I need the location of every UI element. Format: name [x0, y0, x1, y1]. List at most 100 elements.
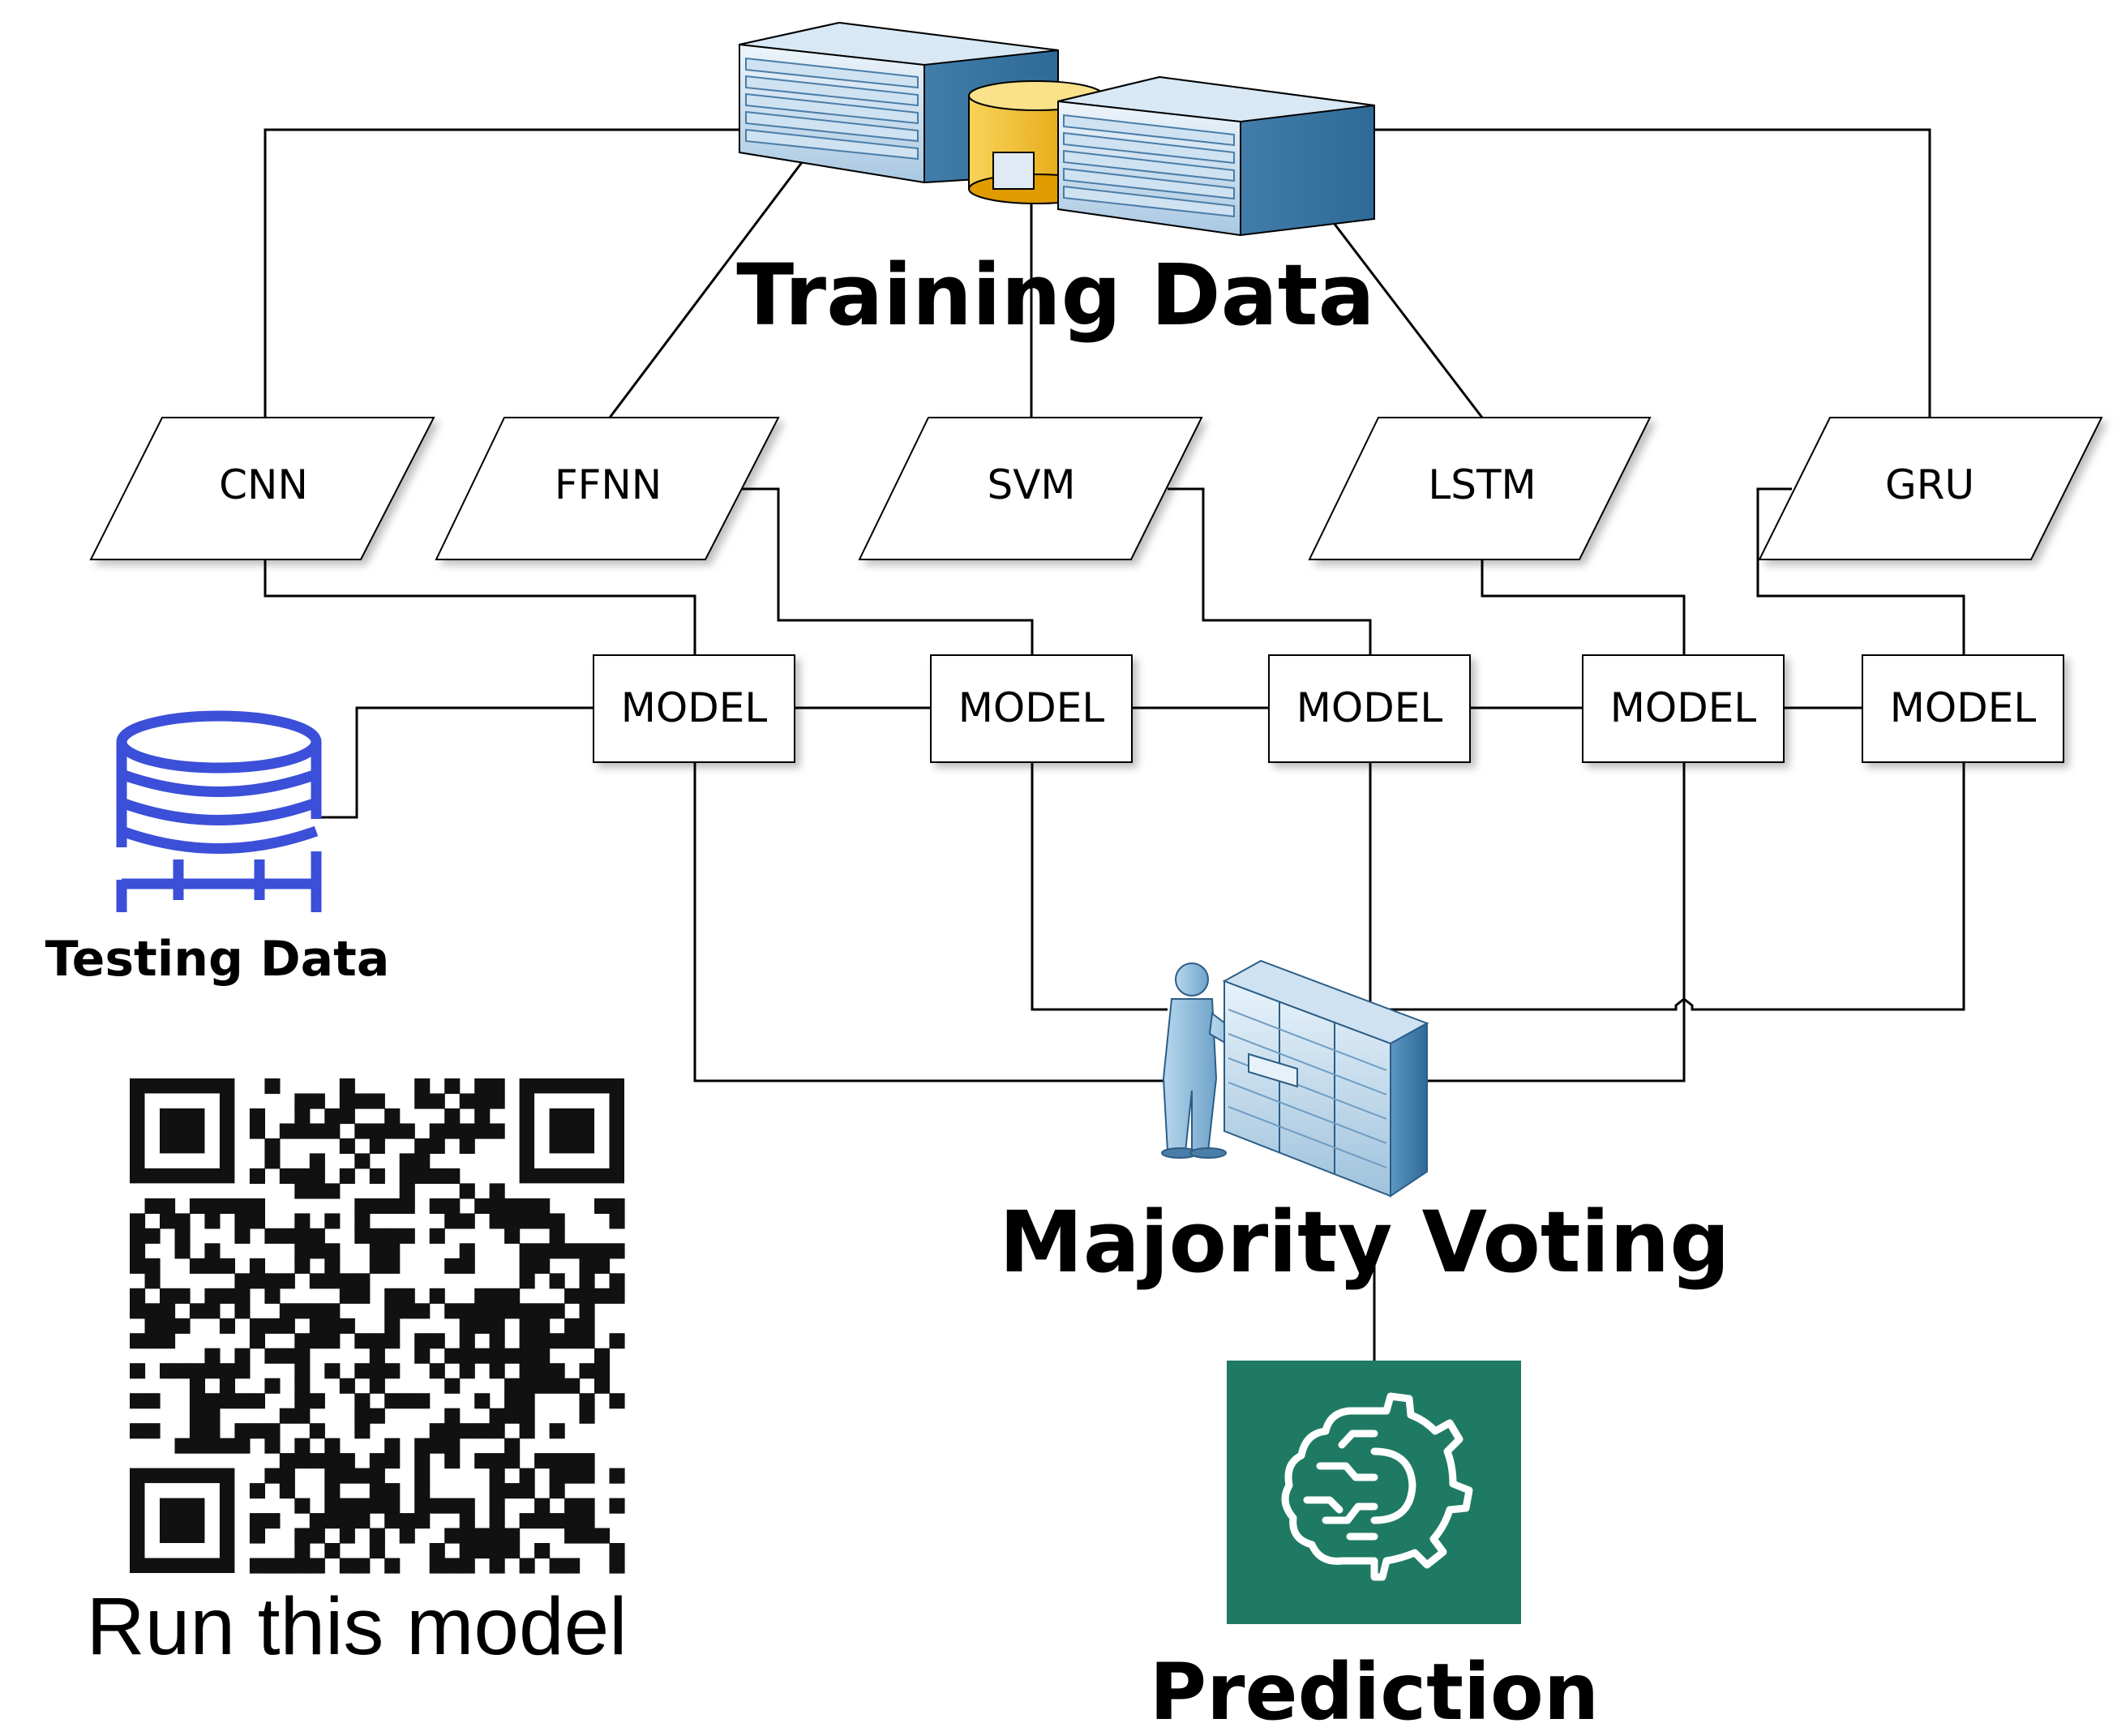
- qr-module: [249, 1483, 265, 1499]
- qr-module: [534, 1363, 551, 1379]
- qr-module: [384, 1438, 401, 1454]
- qr-module: [414, 1453, 431, 1469]
- qr-module: [579, 1258, 595, 1274]
- qr-module: [294, 1333, 311, 1349]
- qr-module: [309, 1303, 325, 1319]
- qr-module: [444, 1123, 461, 1139]
- qr-module: [579, 1513, 595, 1529]
- qr-module: [399, 1198, 415, 1214]
- qr-module: [369, 1498, 385, 1514]
- qr-module: [459, 1558, 475, 1574]
- qr-module: [549, 1213, 565, 1229]
- qr-module: [384, 1453, 401, 1469]
- qr-module: [579, 1498, 595, 1514]
- qr-module: [564, 1498, 581, 1514]
- qr-module: [384, 1198, 401, 1214]
- qr-module: [204, 1423, 221, 1439]
- qr-module: [354, 1363, 371, 1379]
- qr-module: [324, 1108, 341, 1125]
- model-box-4: MODEL: [1582, 654, 1785, 763]
- qr-module: [534, 1213, 551, 1229]
- qr-module: [204, 1213, 221, 1229]
- qr-module: [519, 1198, 535, 1214]
- qr-module: [429, 1093, 445, 1109]
- qr-module: [189, 1378, 205, 1394]
- qr-module: [429, 1558, 445, 1574]
- qr-module: [204, 1258, 221, 1274]
- qr-module: [489, 1198, 505, 1214]
- qr-module: [249, 1123, 265, 1139]
- qr-module: [309, 1243, 325, 1259]
- qr-module: [399, 1288, 415, 1304]
- majority-voting-label: Majority Voting: [999, 1193, 1730, 1292]
- qr-module: [354, 1213, 371, 1229]
- qr-module: [384, 1513, 401, 1529]
- model-box-2-label: MODEL: [958, 684, 1105, 731]
- qr-module: [309, 1093, 325, 1109]
- qr-module: [489, 1528, 505, 1544]
- qr-module: [414, 1168, 431, 1184]
- qr-module: [414, 1078, 431, 1095]
- qr-module: [339, 1558, 355, 1574]
- qr-module: [429, 1123, 445, 1139]
- qr-module: [189, 1438, 205, 1454]
- algorithm-gru: GRU: [1758, 417, 2103, 560]
- qr-module: [489, 1213, 505, 1229]
- qr-module: [309, 1153, 325, 1169]
- prediction-label: Prediction: [1150, 1647, 1599, 1736]
- qr-module: [144, 1228, 161, 1244]
- qr-module: [519, 1273, 535, 1289]
- qr-module: [384, 1498, 401, 1514]
- qr-module: [234, 1348, 251, 1364]
- qr-module: [234, 1438, 251, 1454]
- qr-module: [579, 1243, 595, 1259]
- qr-module: [294, 1168, 311, 1184]
- qr-module: [309, 1183, 325, 1199]
- model-box-2: MODEL: [930, 654, 1133, 763]
- qr-module: [204, 1408, 221, 1424]
- qr-module: [339, 1453, 355, 1469]
- qr-module: [384, 1303, 401, 1319]
- link-svm-model3: [1168, 487, 1372, 655]
- link-ffnn-model2: [736, 487, 1034, 655]
- qr-module: [369, 1468, 385, 1484]
- qr-module: [294, 1303, 311, 1319]
- qr-module: [414, 1333, 431, 1349]
- qr-module: [369, 1168, 385, 1184]
- qr-module: [564, 1243, 581, 1259]
- qr-module: [534, 1258, 551, 1274]
- link-model1-voting: [693, 762, 1168, 1082]
- qr-module: [294, 1213, 311, 1229]
- link-lstm-model4: [1481, 559, 1686, 655]
- qr-module: [474, 1348, 491, 1364]
- qr-module: [549, 1228, 565, 1244]
- algorithm-cnn-label: CNN: [219, 461, 308, 508]
- qr-module: [234, 1393, 251, 1409]
- qr-module: [279, 1468, 295, 1484]
- qr-module: [189, 1258, 205, 1274]
- qr-module: [579, 1468, 595, 1484]
- qr-module: [429, 1423, 445, 1439]
- link-model5-voting: [1370, 762, 1965, 1011]
- qr-module: [579, 1318, 595, 1334]
- qr-module: [474, 1123, 491, 1139]
- qr-code[interactable]: [125, 1074, 629, 1578]
- qr-module: [399, 1528, 415, 1544]
- qr-module: [489, 1093, 505, 1109]
- qr-module: [459, 1138, 475, 1154]
- qr-module: [279, 1558, 295, 1574]
- algorithm-ffnn: FFNN: [435, 417, 780, 560]
- qr-module: [354, 1093, 371, 1109]
- qr-module: [504, 1543, 521, 1559]
- qr-module: [354, 1228, 371, 1244]
- algorithm-lstm: LSTM: [1308, 417, 1652, 560]
- qr-module: [174, 1318, 191, 1334]
- qr-module: [459, 1348, 475, 1364]
- qr-module: [354, 1333, 371, 1349]
- qr-module: [189, 1393, 205, 1409]
- qr-module: [144, 1333, 161, 1349]
- qr-module: [444, 1378, 461, 1394]
- qr-module: [549, 1303, 565, 1319]
- qr-module: [444, 1348, 461, 1364]
- qr-module: [504, 1378, 521, 1394]
